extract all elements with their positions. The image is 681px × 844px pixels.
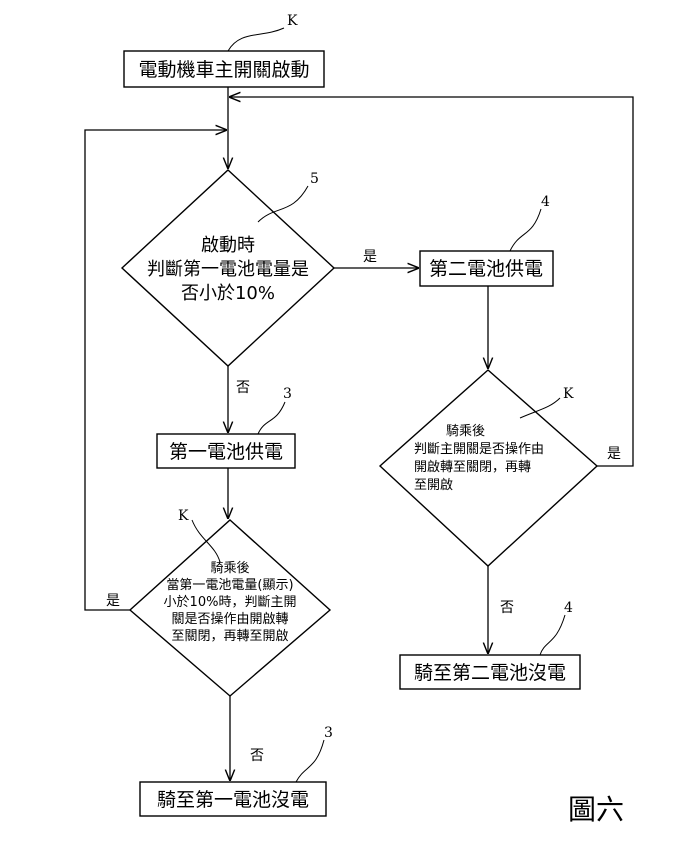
edge-label-d2-no: 否 — [250, 748, 264, 764]
decision3-line-2: 判斷主開關是否操作由 — [414, 441, 544, 457]
battery2-supply-label: 第二電池供電 — [429, 258, 543, 280]
ref-leader-b2e — [539, 614, 566, 656]
edge-label-d2-yes: 是 — [106, 593, 120, 609]
battery1-supply-box — [156, 433, 296, 469]
battery1-supply-label: 第一電池供電 — [169, 441, 283, 463]
ref-label-d2: K — [178, 508, 189, 524]
decision2-line-3: 小於10%時，判斷主開 — [164, 594, 297, 610]
battery1-empty-box — [139, 781, 327, 817]
edge-label-d3-no: 否 — [500, 600, 514, 616]
decision1-line-1: 啟動時 — [201, 235, 255, 256]
ref-label-b2e: 4 — [564, 600, 573, 616]
edge-label-d1-yes: 是 — [363, 249, 377, 265]
decision3-line-3: 開啟轉至關閉，再轉 — [414, 460, 531, 475]
ref-label-start: K — [287, 13, 298, 29]
ref-leader-start — [227, 27, 285, 52]
edge-label-d1-no: 否 — [236, 380, 250, 396]
battery2-empty-box — [399, 654, 581, 690]
ref-label-d3: K — [563, 386, 574, 402]
figure-label: 圖六 — [568, 793, 624, 826]
decision1-line-3: 否小於10% — [181, 283, 275, 304]
decision2-line-2: 當第一電池電量(顯示) — [166, 578, 293, 593]
decision2-line-5: 至關閉，再轉至開啟 — [171, 629, 288, 644]
ref-label-d1: 5 — [310, 171, 319, 187]
decision1-line-2: 判斷第一電池電量是 — [147, 259, 309, 280]
battery2-supply-box — [419, 250, 554, 287]
edge-d2-yes-loop — [84, 130, 226, 611]
ref-leader-d1 — [257, 185, 309, 223]
ref-label-b1: 3 — [283, 386, 292, 402]
decision2-line-4: 關是否操作由開啟轉 — [171, 611, 288, 627]
ref-label-b1e: 3 — [324, 725, 333, 741]
ref-leader-b2 — [509, 208, 542, 252]
edge-label-d3-yes: 是 — [607, 446, 621, 462]
start-label: 電動機車主開關啟動 — [138, 59, 309, 81]
ref-leader-d3 — [519, 397, 561, 419]
decision2-line-1: 騎乘後 — [210, 561, 249, 576]
ref-leader-b1e — [295, 739, 325, 783]
ref-leader-d2 — [191, 519, 221, 563]
decision3-line-4: 至開啟 — [414, 478, 453, 493]
decision3-line-1: 騎乘後 — [446, 424, 485, 439]
battery2-empty-label: 騎至第二電池沒電 — [414, 662, 566, 684]
edge-d3-yes-loop — [230, 97, 634, 467]
ref-label-b2: 4 — [541, 194, 550, 210]
start-box — [123, 50, 325, 88]
ref-leader-b1 — [257, 401, 286, 435]
battery1-empty-label: 騎至第一電池沒電 — [157, 789, 309, 811]
